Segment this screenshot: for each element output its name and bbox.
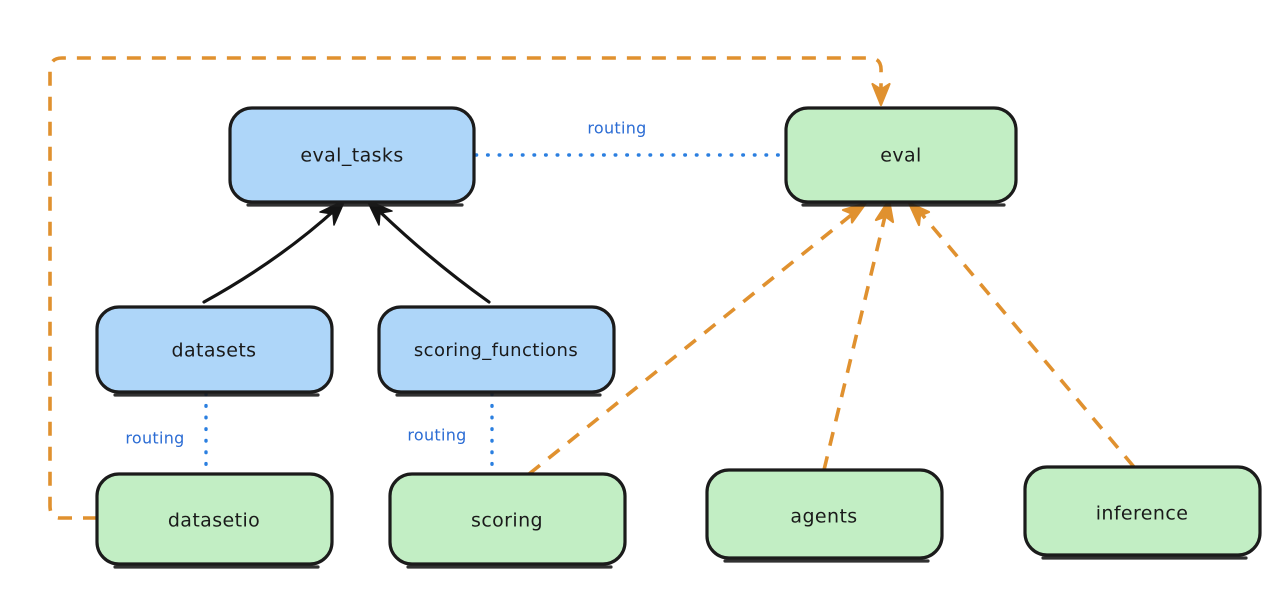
- node-scoring-functions-label: scoring_functions: [414, 340, 578, 361]
- edge-datasets-eval-tasks-line: [202, 206, 339, 304]
- edge-label-routing-datasets: routing: [125, 429, 184, 448]
- node-agents[interactable]: agents: [705, 468, 944, 563]
- edge-datasets-datasetio: routing: [125, 392, 208, 475]
- node-eval-tasks[interactable]: eval_tasks: [228, 106, 476, 207]
- edge-datasetio-eval-arrowhead: [871, 82, 891, 107]
- node-eval-box[interactable]: [784, 106, 1018, 204]
- edge-scoringfn-eval-tasks: [366, 199, 491, 304]
- node-datasets-label: datasets: [172, 340, 257, 362]
- edge-eval-tasks-eval: routing: [474, 119, 786, 157]
- node-inference[interactable]: inference: [1023, 465, 1262, 560]
- edge-scoring-eval: [527, 201, 868, 476]
- edge-label-routing-scoring-functions: routing: [407, 426, 466, 445]
- node-datasetio[interactable]: datasetio: [95, 472, 334, 569]
- edge-scoringfn-eval-tasks-line: [374, 206, 491, 304]
- edge-datasets-eval-tasks: [202, 199, 346, 304]
- edge-scoring-eval-line: [527, 210, 857, 476]
- node-inference-label: inference: [1096, 503, 1189, 525]
- node-eval-tasks-box[interactable]: [228, 106, 476, 204]
- node-agents-label: agents: [790, 506, 857, 528]
- node-agents-box[interactable]: [705, 468, 944, 560]
- edge-inference-eval-line: [918, 210, 1136, 469]
- node-eval-label: eval: [880, 145, 921, 167]
- node-datasets[interactable]: datasets: [95, 305, 334, 397]
- node-datasetio-box[interactable]: [95, 472, 334, 566]
- node-scoring-functions-box[interactable]: [377, 305, 616, 394]
- edge-inference-eval: [907, 201, 1136, 469]
- node-datasets-box[interactable]: [95, 305, 334, 394]
- edge-agents-eval-line: [822, 211, 888, 471]
- edge-agents-eval: [822, 198, 895, 471]
- edge-scoring-eval-arrowhead: [841, 201, 868, 224]
- node-scoring[interactable]: scoring: [388, 472, 627, 569]
- edge-datasetio-eval-line: [48, 56, 883, 520]
- node-inference-box[interactable]: [1023, 465, 1262, 557]
- edge-label-routing-eval-tasks: routing: [587, 119, 646, 138]
- edge-scoringfn-scoring: routing: [407, 392, 494, 475]
- node-scoring-box[interactable]: [388, 472, 627, 566]
- node-datasetio-label: datasetio: [168, 510, 260, 532]
- node-eval-tasks-label: eval_tasks: [300, 145, 403, 167]
- edge-inference-eval-arrowhead: [907, 201, 931, 227]
- node-eval[interactable]: eval: [784, 106, 1018, 207]
- node-scoring-functions[interactable]: scoring_functions: [377, 305, 616, 397]
- edge-datasetio-eval: [48, 56, 891, 520]
- node-scoring-label: scoring: [471, 510, 543, 532]
